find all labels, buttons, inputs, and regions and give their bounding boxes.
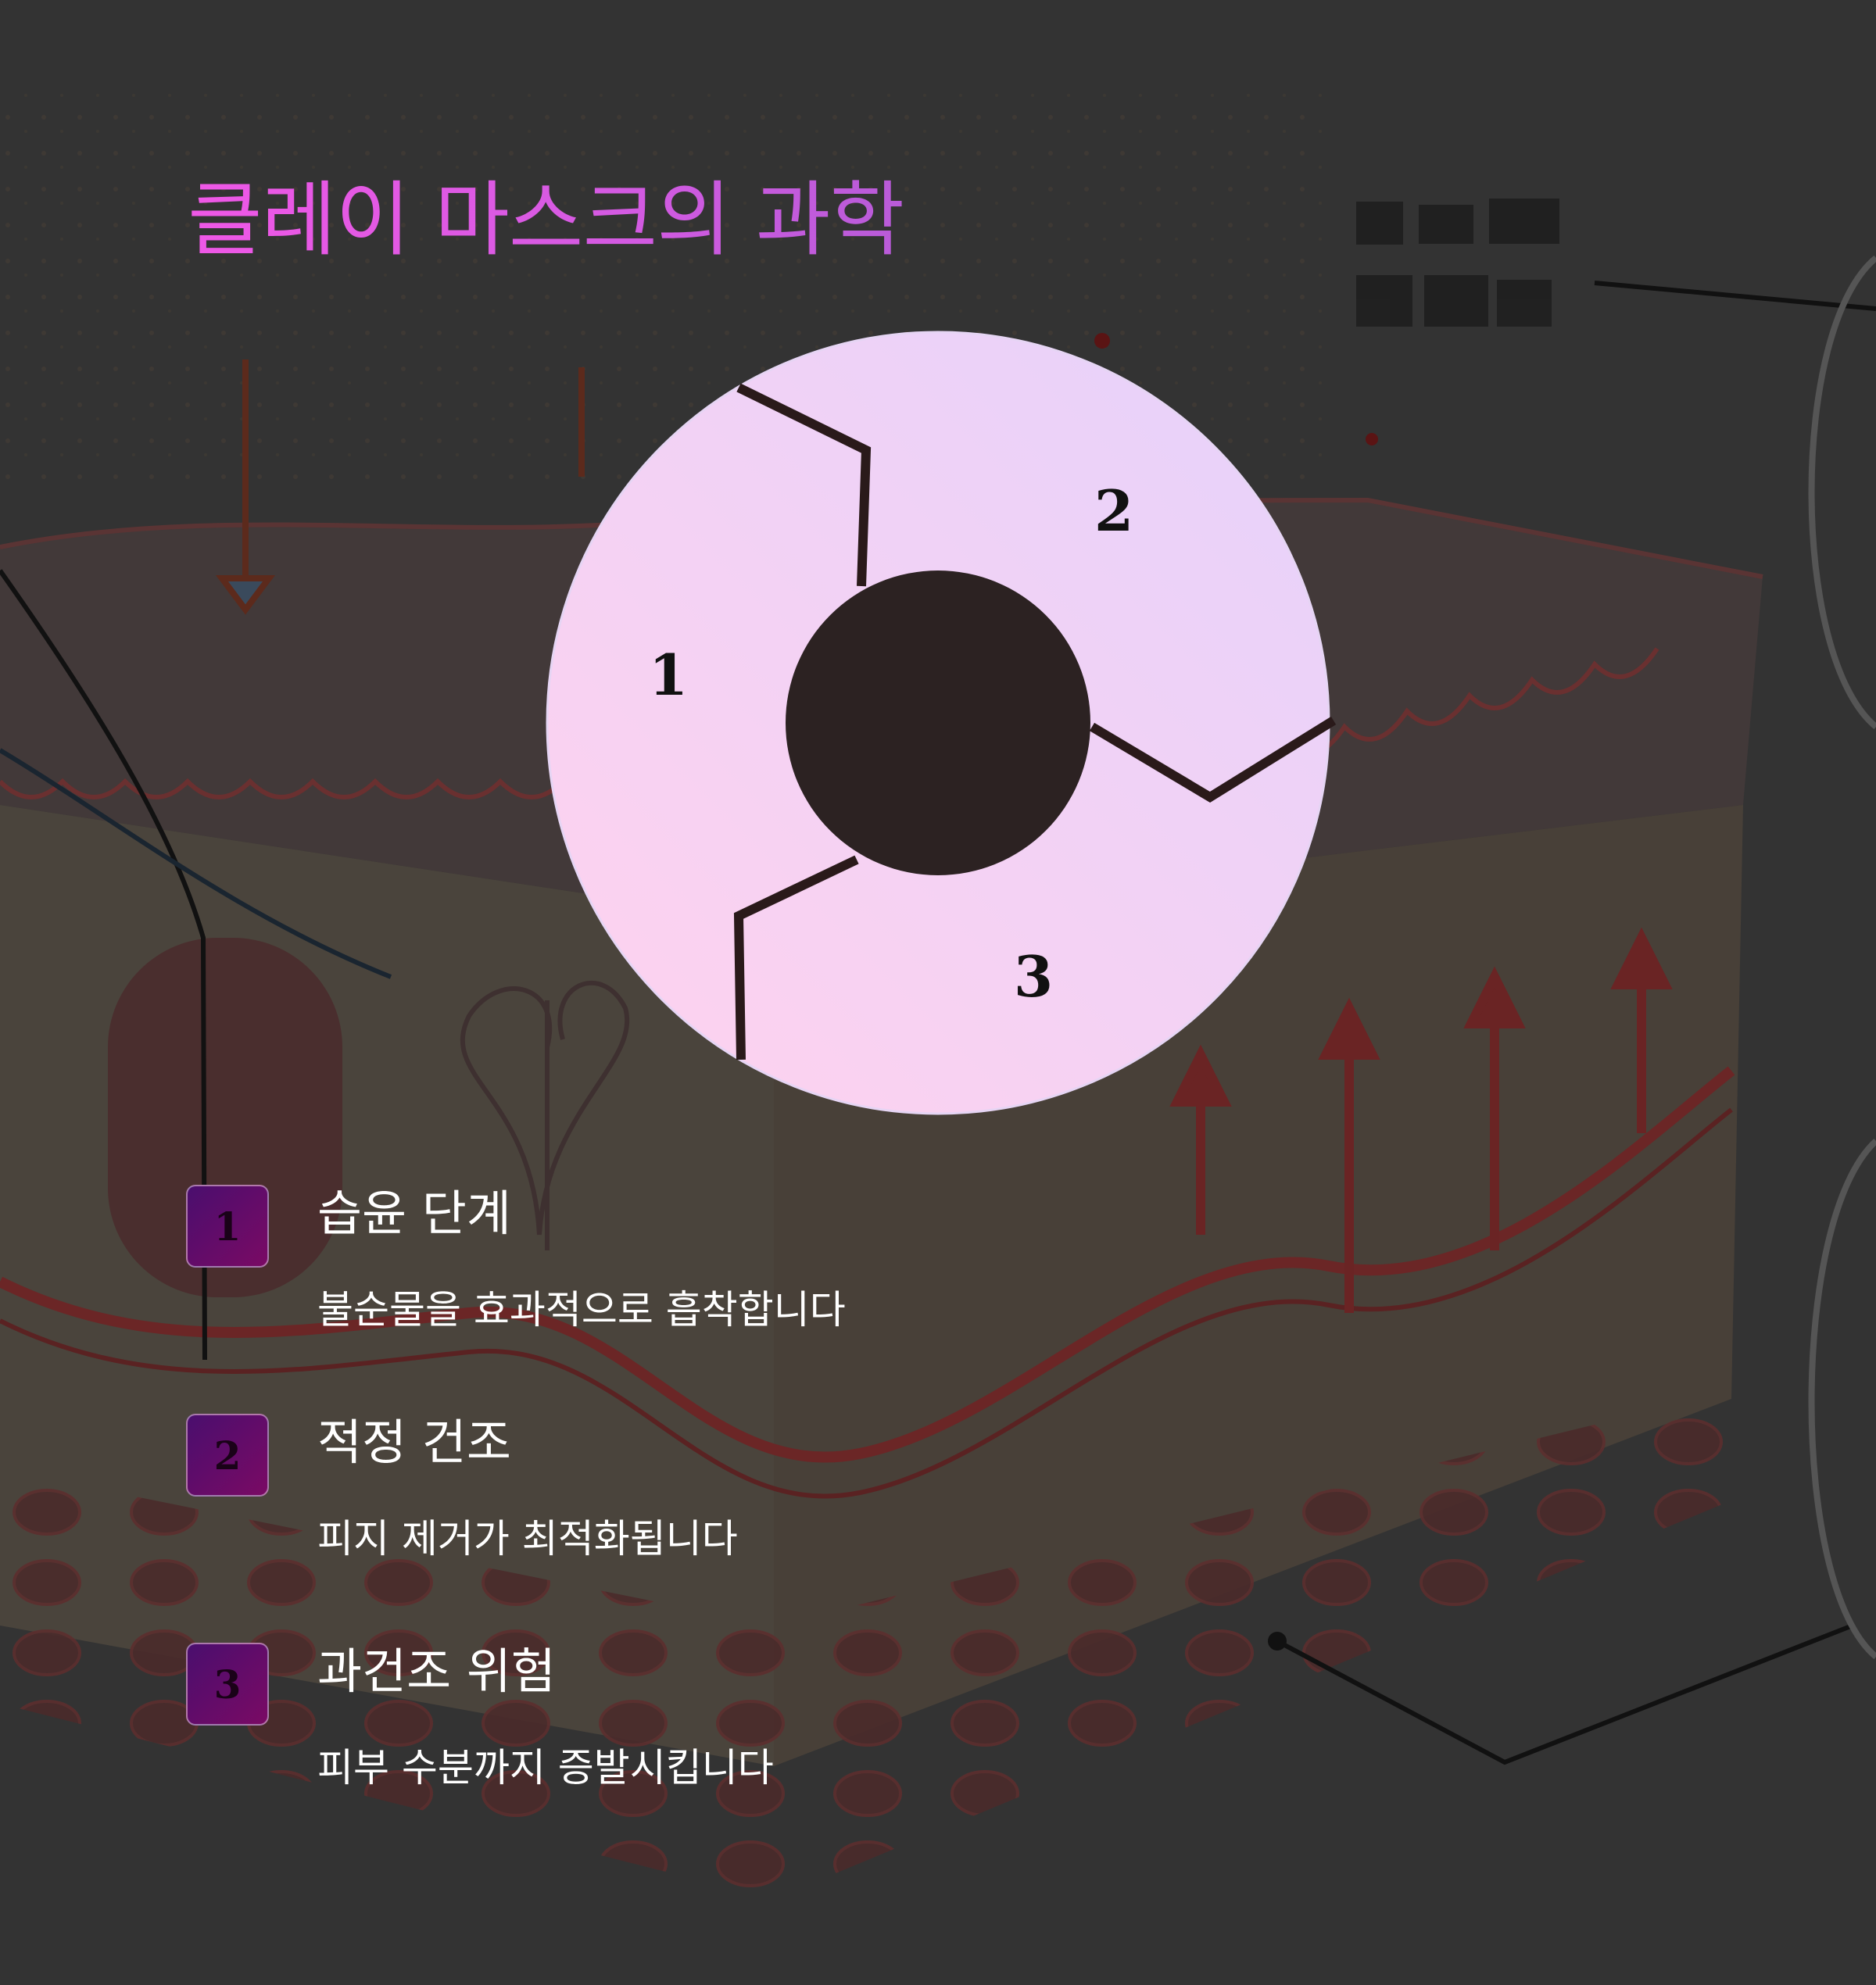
step-description: 피지 제거가 최적화됩니다 <box>317 1516 738 1561</box>
cycle-center-hole <box>786 570 1090 875</box>
cycle-label-1: 1 <box>649 642 688 708</box>
divider-3-1 <box>733 855 859 1060</box>
step-title: 적정 건조 <box>317 1414 511 1471</box>
divider-2-3 <box>1089 716 1337 803</box>
step-number-badge: 3 <box>186 1643 269 1726</box>
page-title: 클레이 마스크의 과학 <box>188 172 904 267</box>
step-description: 피부 수분까지 증발시킵니다 <box>317 1745 774 1790</box>
step-number-badge: 1 <box>186 1185 269 1268</box>
cycle-label-3: 3 <box>1014 943 1053 1010</box>
step-title: 습윤 단계 <box>317 1185 511 1242</box>
cycle-label-2: 2 <box>1094 477 1133 544</box>
step-number-badge: 2 <box>186 1414 269 1497</box>
step-title: 과건조 위험 <box>317 1643 556 1700</box>
divider-1-2 <box>736 383 872 587</box>
step-description: 불순물을 효과적으로 흡착합니다 <box>317 1287 846 1332</box>
